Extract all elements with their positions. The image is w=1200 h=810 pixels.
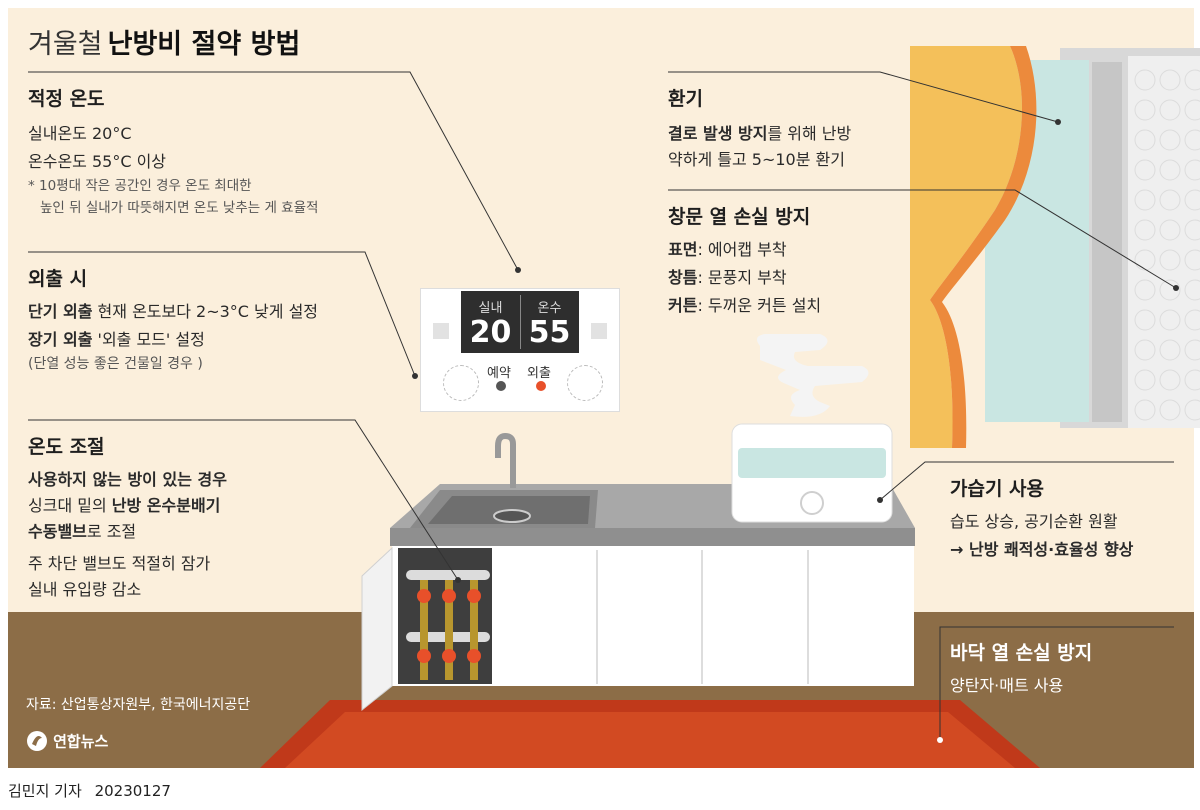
thermostat-display: 실내 온수 20 55: [461, 291, 579, 353]
humidifier-line1: 습도 상승, 공기순환 원활: [950, 512, 1118, 531]
cabinet-door-open: [361, 546, 393, 712]
ventilation-heading: 환기: [668, 88, 703, 110]
countertop-edge: [390, 528, 915, 546]
source-credit: 자료: 산업통상자원부, 한국에너지공단: [26, 697, 251, 713]
water-value: 55: [528, 315, 571, 350]
window-loss-heading: 창문 열 손실 방지: [668, 206, 811, 228]
display-divider: [520, 295, 521, 349]
water-label: 온수: [537, 301, 562, 316]
going-out-short-label: 단기 외출: [28, 302, 93, 321]
temp-control-line3-post: 로 조절: [86, 522, 137, 541]
indoor-value: 20: [469, 315, 512, 350]
going-out-short-text: 현재 온도보다 2~3°C 낮게 설정: [97, 302, 319, 321]
temp-control-line3: 수동밸브로 조절: [28, 518, 136, 542]
valve: [442, 589, 456, 603]
window-loss-row: 창틈: 문풍지 부착: [668, 264, 787, 288]
reserve-indicator: [496, 381, 506, 391]
proper-temp-note1: * 10평대 작은 공간인 경우 온도 최대한: [28, 178, 252, 194]
floor-loss-line1: 양탄자·매트 사용: [950, 676, 1064, 695]
valve: [417, 589, 431, 603]
going-out-heading: 외출 시: [28, 268, 88, 290]
byline-author: 김민지 기자: [8, 782, 82, 800]
curtain: [910, 46, 1022, 448]
valve: [442, 649, 456, 663]
going-out-long: 장기 외출 '외출 모드' 설정: [28, 326, 205, 350]
steam: [756, 334, 869, 417]
ventilation-line1-post: 를 위해 난방: [767, 124, 852, 143]
temp-control-line1: 사용하지 않는 방이 있는 경우: [28, 470, 227, 489]
valve: [467, 649, 481, 663]
window-mullion: [1092, 62, 1122, 422]
temp-control-line2-pre: 싱크대 밑의: [28, 496, 107, 515]
window-loss-row-text: : 문풍지 부착: [697, 268, 787, 287]
temp-control-line3-bold: 수동밸브: [28, 522, 87, 541]
humidifier-line2: → 난방 쾌적성·효율성 향상: [950, 540, 1134, 559]
faucet: [495, 432, 516, 488]
window-loss-row-label: 표면: [668, 240, 698, 259]
byline: 김민지 기자 20230127: [8, 780, 171, 801]
away-label: 외출: [527, 366, 551, 381]
proper-temp-note2: 높인 뒤 실내가 따뜻해지면 온도 낮추는 게 효율적: [40, 200, 319, 216]
going-out-note: (단열 성능 좋은 건물일 경우 ): [28, 356, 203, 372]
thermostat-side-button: [591, 323, 607, 339]
title-bold: 난방비 절약 방법: [107, 29, 301, 60]
leader-dot: [937, 737, 943, 743]
leader-dots: [412, 119, 1179, 583]
reserve-label: 예약: [487, 366, 511, 381]
going-out-short: 단기 외출 현재 온도보다 2~3°C 낮게 설정: [28, 298, 318, 322]
leader-lines: [28, 71, 1177, 740]
going-out-long-text: '외출 모드' 설정: [97, 330, 205, 349]
logo: 연합뉴스: [26, 730, 108, 752]
temp-control-heading: 온도 조절: [28, 436, 105, 458]
byline-date: 20230127: [94, 782, 171, 800]
thermostat: 실내 온수 20 55 예약 외출: [420, 288, 620, 412]
temp-control-line2: 싱크대 밑의 난방 온수분배기: [28, 492, 220, 516]
logo-icon: [27, 731, 47, 751]
temp-control-line4: 주 차단 밸브도 적절히 잠가: [28, 554, 211, 573]
window-pattern: [1134, 69, 1200, 421]
floor-loss-heading: 바닥 열 손실 방지: [950, 642, 1093, 664]
valve: [417, 649, 431, 663]
window-loss-row-label: 창틈: [668, 268, 698, 287]
humidifier: [731, 334, 893, 523]
ventilation-line2: 약하게 틀고 5~10분 환기: [668, 150, 845, 169]
thermostat-side-button: [433, 323, 449, 339]
window-loss-row-label: 커튼: [668, 296, 698, 315]
curtain-edge: [930, 46, 1037, 448]
indoor-label: 실내: [478, 301, 503, 316]
temp-control-line2-bold: 난방 온수분배기: [111, 496, 221, 515]
ventilation-line1: 결로 발생 방지를 위해 난방: [668, 120, 851, 144]
sink-drain: [493, 509, 531, 523]
valve: [467, 589, 481, 603]
window-loss-row: 표면: 에어캡 부착: [668, 236, 787, 260]
proper-temp-line1: 실내온도 20°C: [28, 124, 132, 143]
water-distributor: [406, 570, 490, 680]
page-title: 겨울철 난방비 절약 방법: [28, 22, 300, 61]
proper-temp-heading: 적정 온도: [28, 88, 105, 110]
temp-control-line5: 실내 유입량 감소: [28, 580, 142, 599]
going-out-long-label: 장기 외출: [28, 330, 93, 349]
title-light: 겨울철: [28, 29, 103, 60]
proper-temp-line2: 온수온도 55°C 이상: [28, 152, 167, 171]
window-loss-row-text: : 에어캡 부착: [697, 240, 787, 259]
thermostat-dial: [443, 365, 479, 401]
logo-text: 연합뉴스: [53, 732, 109, 751]
window-loss-row: 커튼: 두꺼운 커튼 설치: [668, 292, 821, 316]
rug-inner: [285, 712, 1015, 768]
window-loss-row-text: : 두꺼운 커튼 설치: [697, 296, 822, 315]
ventilation-line1-bold: 결로 발생 방지: [668, 124, 768, 143]
thermostat-dial: [567, 365, 603, 401]
away-indicator: [536, 381, 546, 391]
humidifier-heading: 가습기 사용: [950, 478, 1045, 500]
